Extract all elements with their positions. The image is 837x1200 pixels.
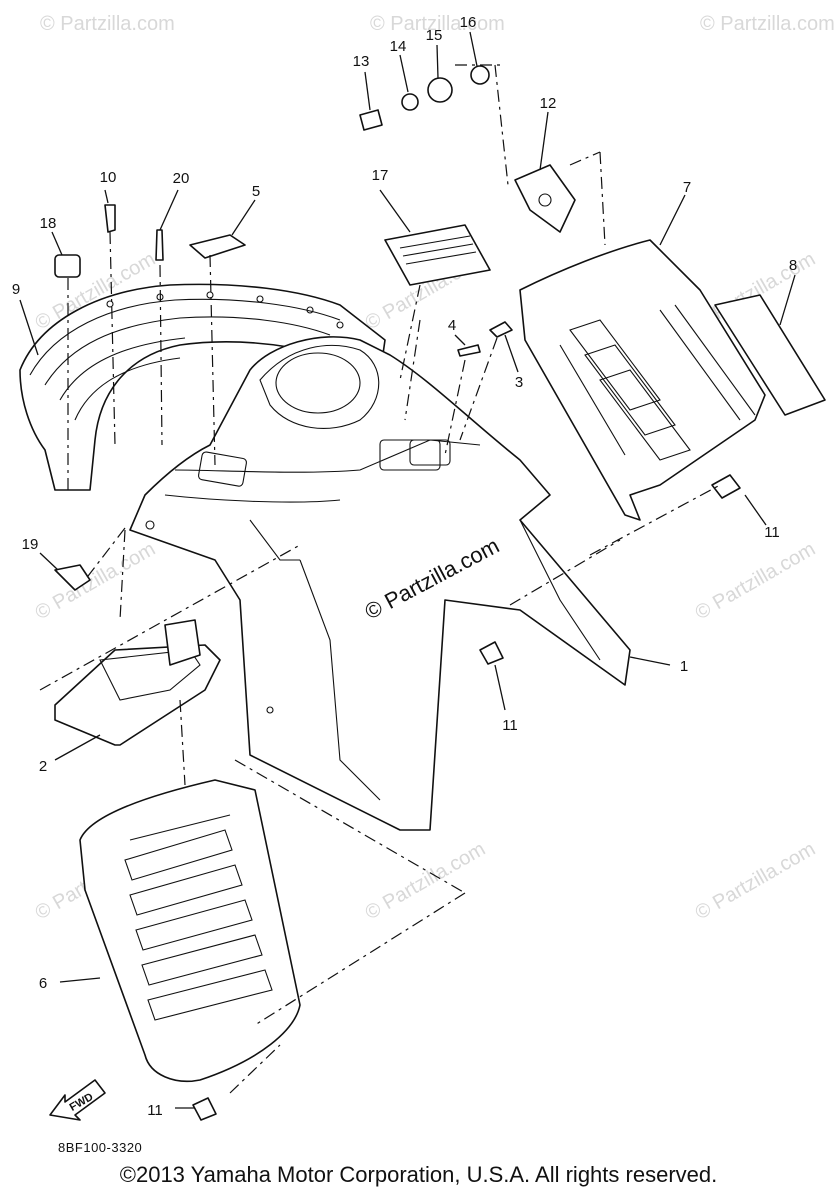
diagram-code: 8BF100-3320: [58, 1140, 143, 1155]
part-label: 14: [390, 38, 407, 55]
part-6-lower-grille: [79, 779, 301, 1082]
part-label: 1: [680, 658, 688, 675]
watermark: © Partzilla.com: [370, 13, 505, 35]
part-17-plate: [384, 224, 491, 286]
parts-3-4-tabs: [457, 321, 513, 357]
part-label: 15: [426, 27, 443, 44]
louvers: [569, 319, 691, 461]
screws-11: [192, 474, 741, 1121]
part-label: 18: [40, 215, 57, 232]
part-8-pad: [714, 294, 826, 416]
leader-lines: [19, 31, 796, 1109]
part-label: 9: [12, 281, 20, 298]
fwd-arrow: FWD: [49, 1079, 106, 1121]
small-parts-left: [54, 204, 164, 278]
part-label: 6: [39, 975, 47, 992]
part-label: 3: [515, 374, 523, 391]
part-19-clip: [54, 564, 91, 591]
part-label: 17: [372, 167, 389, 184]
part-label: 2: [39, 758, 47, 775]
watermark: © Partzilla.com: [362, 838, 490, 924]
part-label: 5: [252, 183, 260, 200]
part-7-upper-grille: [519, 239, 766, 521]
part-5-small-pad: [189, 234, 246, 259]
copyright-notice: ©2013 Yamaha Motor Corporation, U.S.A. A…: [119, 1162, 718, 1187]
part-label: 10: [100, 169, 117, 186]
part-label: 13: [353, 53, 370, 70]
part-1-main-body: [129, 336, 631, 831]
hardware-13-16: [359, 65, 490, 131]
part-label: 11: [502, 717, 518, 734]
part-label: 11: [764, 524, 780, 541]
part-label: 4: [448, 317, 456, 334]
part-label: 12: [540, 95, 557, 112]
part-label: 8: [789, 257, 797, 274]
part-12-latch: [514, 164, 576, 233]
watermark: © Partzilla.com: [32, 538, 160, 624]
part-label: 20: [173, 170, 190, 187]
part-labels: 1 2 3 4 5 6 7 8 9 10 11 11 11 12 13 14 1…: [12, 14, 797, 1119]
part-label: 7: [683, 179, 691, 196]
watermark: © Partzilla.com: [40, 13, 175, 35]
watermark: © Partzilla.com: [692, 838, 820, 924]
part-2-bracket: [54, 619, 221, 746]
part-label: 19: [22, 536, 39, 553]
watermark: © Partzilla.com: [700, 13, 835, 35]
part-label: 11: [147, 1102, 163, 1119]
part-label: 16: [460, 14, 477, 31]
watermark: © Partzilla.com: [692, 538, 820, 624]
louvers: [124, 829, 273, 1021]
